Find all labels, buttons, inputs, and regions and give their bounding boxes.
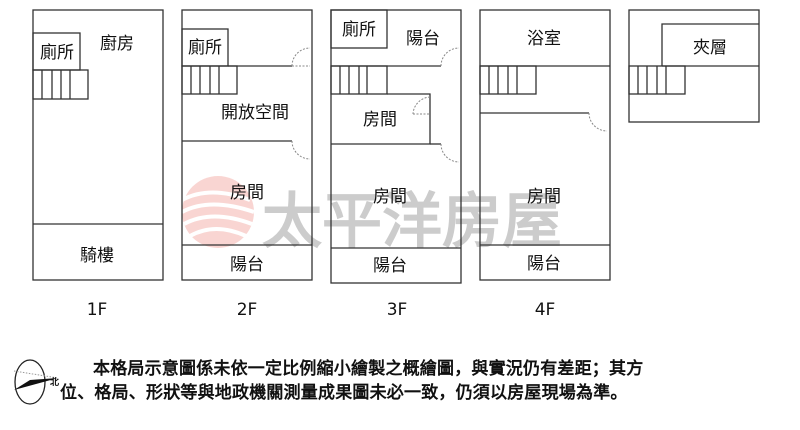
room-label: 房間 <box>230 183 264 203</box>
watermark-logo <box>181 176 255 248</box>
floor-2f: 廁所 開放空間 房間 陽台 <box>181 9 313 281</box>
floor-1f: 廁所 廚房 騎樓 <box>32 9 164 281</box>
room-label: 廁所 <box>342 19 376 40</box>
floor-4f: 浴室 房間 陽台 <box>479 9 611 281</box>
room-label: 廚房 <box>100 33 134 54</box>
compass-icon: 北 <box>13 359 59 405</box>
room-label: 陽台 <box>406 29 440 49</box>
room-label: 陽台 <box>230 255 264 275</box>
room-label: 騎樓 <box>80 246 114 266</box>
room-label: 陽台 <box>527 254 561 274</box>
floor-3f: 廁所 陽台 房間 房間 陽台 <box>330 9 462 284</box>
watermark-text: 太平洋房屋 <box>262 187 562 257</box>
compass-label: 北 <box>50 376 59 388</box>
floor-label-4f: 4F <box>535 300 556 320</box>
room-label: 開放空間 <box>221 103 289 123</box>
room-label: 浴室 <box>527 29 561 49</box>
floor-mezzanine: 夾層 <box>628 9 760 123</box>
room-label: 廁所 <box>40 42 74 63</box>
room-label: 房間 <box>363 110 397 130</box>
floor-label-1f: 1F <box>87 300 108 320</box>
disclaimer-line-2: 位、格局、形狀等與地政機關測量成果圖未必一致，仍須以房屋現場為準。 <box>60 383 628 403</box>
room-label: 夾層 <box>693 38 727 58</box>
room-label: 陽台 <box>373 256 407 276</box>
room-label: 房間 <box>527 187 561 207</box>
floor-label-3f: 3F <box>387 300 408 320</box>
disclaimer-line-1: 本格局示意圖係未依一定比例縮小繪製之概繪圖，與實況仍有差距；其方 <box>93 359 644 379</box>
floor-label-2f: 2F <box>237 300 258 320</box>
room-label: 廁所 <box>188 37 222 58</box>
room-label: 房間 <box>373 187 407 207</box>
